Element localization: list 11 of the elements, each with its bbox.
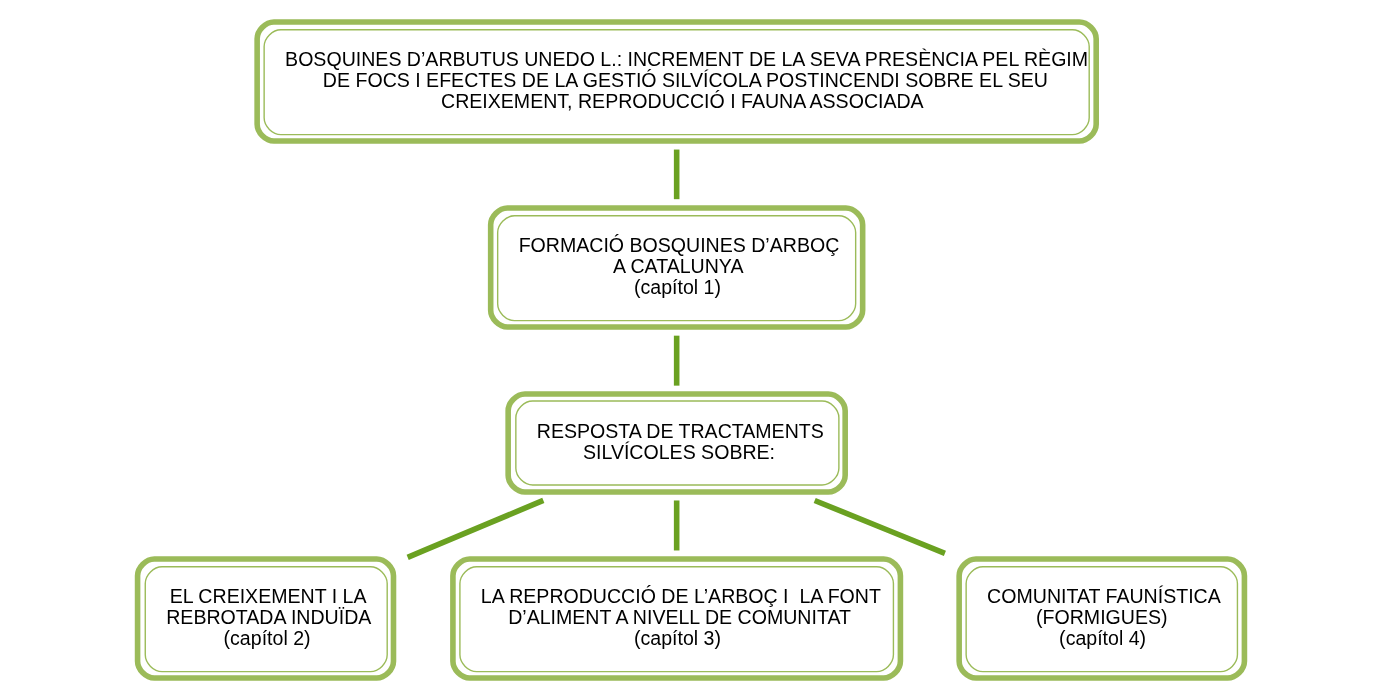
node-box: EL CREIXEMENT I LA REBROTADA INDUÏDA (capítol 2) xyxy=(134,556,396,681)
node-box: RESPOSTA DE TRACTAMENTS SILVÍCOLES SOBRE: xyxy=(504,391,848,495)
connector xyxy=(673,149,679,200)
node-box: LA REPRODUCCIÓ DE L’ARBOÇ I LA FONT D’ALIMENT A NIVELL DE COMUNITAT (capítol 3) xyxy=(449,556,903,681)
connector xyxy=(406,497,544,560)
connector xyxy=(673,500,679,551)
connector xyxy=(673,335,679,386)
connector xyxy=(813,497,946,556)
node-box: COMUNITAT FAUNÍSTICA (FORMIGUES) (capítol 4) xyxy=(955,556,1247,681)
node-box: BOSQUINES D’ARBUTUS UNEDO L.: INCREMENT DE LA SEVA PRESÈNCIA PEL RÈGIM DE FOCS I EFECTES DE LA GESTIÓ SILVÍCOLA POSTINCENDI SOBRE EL SEU CREIXEMENT, REPRODUCCIÓ I FAUNA ASSOCIADA xyxy=(253,19,1099,144)
node-box: FORMACIÓ BOSQUINES D’ARBOÇ A CATALUNYA (capítol 1) xyxy=(487,205,865,330)
